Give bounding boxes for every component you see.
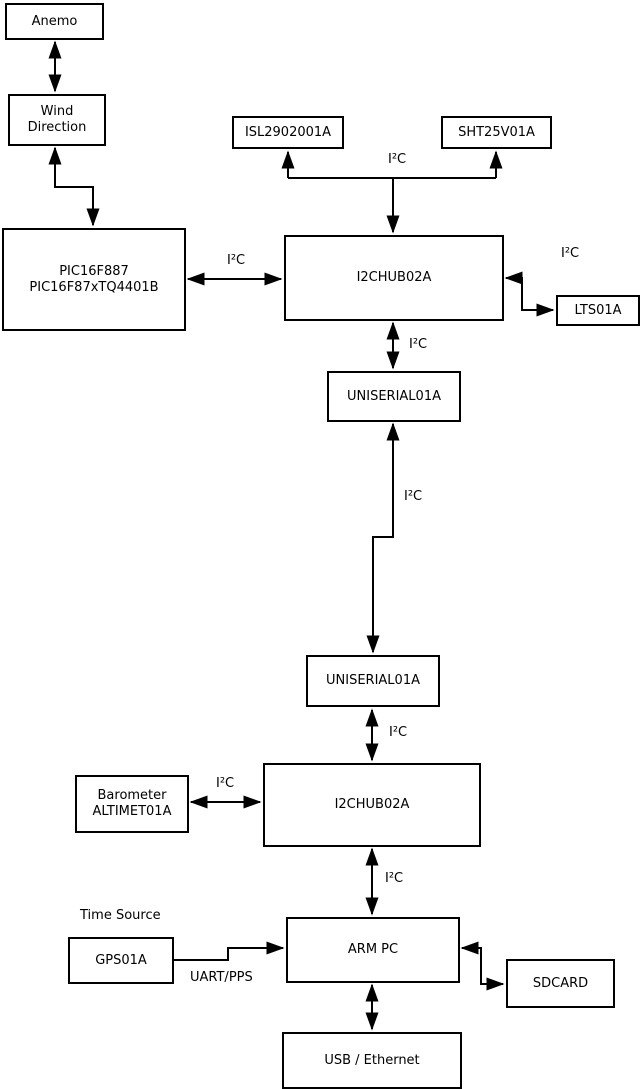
node-isl2902001a: ISL2902001A xyxy=(232,116,344,149)
node-barometer-line1: Barometer xyxy=(97,788,167,803)
edge-wind-pic xyxy=(48,146,100,227)
node-uniserial-top: UNISERIAL01A xyxy=(327,371,461,422)
label-i2c-top-branch: I²C xyxy=(388,152,407,167)
label-i2c-long-line: I²C xyxy=(404,489,423,504)
node-usb-ethernet-label: USB / Ethernet xyxy=(324,1052,420,1068)
label-i2c-hub2-armpc: I²C xyxy=(385,871,404,886)
edge-armpc-sdcard xyxy=(460,941,505,991)
node-barometer: Barometer ALTIMET01A xyxy=(75,775,189,833)
node-usb-ethernet: USB / Ethernet xyxy=(282,1032,462,1089)
node-wind-direction-line2: Direction xyxy=(27,120,87,135)
edge-gps-armpc xyxy=(173,941,285,961)
label-uart-pps: UART/PPS xyxy=(190,970,253,985)
node-i2chub-bottom: I2CHUB02A xyxy=(263,763,481,847)
node-lts01a: LTS01A xyxy=(556,295,640,326)
node-pic-line2: PIC16F87xTQ4401B xyxy=(29,279,159,295)
node-lts01a-label: LTS01A xyxy=(574,302,622,318)
node-i2chub-top: I2CHUB02A xyxy=(284,235,504,321)
node-gps01a: GPS01A xyxy=(68,937,174,984)
node-gps01a-label: GPS01A xyxy=(95,952,147,968)
edge-uniserial1-uniserial2 xyxy=(366,422,400,654)
label-i2c-hub-uniserial: I²C xyxy=(409,337,428,352)
node-sht25v01a: SHT25V01A xyxy=(441,116,552,149)
label-i2c-barometer: I²C xyxy=(216,776,235,791)
node-anemo: Anemo xyxy=(5,3,104,40)
node-sht25v01a-label: SHT25V01A xyxy=(458,124,535,140)
edge-hub1-lts xyxy=(504,271,555,317)
node-isl2902001a-label: ISL2902001A xyxy=(244,124,332,140)
node-arm-pc-label: ARM PC xyxy=(347,942,399,957)
node-pic-line1: PIC16F887 xyxy=(59,263,129,279)
node-uniserial-bottom: UNISERIAL01A xyxy=(306,655,440,707)
node-barometer-line2: ALTIMET01A xyxy=(92,804,172,819)
label-i2c-lts: I²C xyxy=(561,246,580,261)
node-wind-direction: Wind Direction xyxy=(8,94,106,146)
node-i2chub-top-label: I2CHUB02A xyxy=(356,270,432,285)
node-wind-direction-line1: Wind xyxy=(40,104,74,119)
label-time-source: Time Source xyxy=(80,908,161,923)
node-pic: PIC16F887 PIC16F87xTQ4401B xyxy=(2,228,186,331)
label-i2c-uniserial-hub2: I²C xyxy=(389,725,408,740)
node-sdcard-label: SDCARD xyxy=(532,975,589,991)
node-uniserial-bottom-label: UNISERIAL01A xyxy=(326,673,420,688)
node-sdcard: SDCARD xyxy=(506,959,615,1008)
node-anemo-label: Anemo xyxy=(31,13,78,29)
node-i2chub-bottom-label: I2CHUB02A xyxy=(334,797,410,812)
node-arm-pc: ARM PC xyxy=(286,917,460,983)
label-i2c-pic-hub: I²C xyxy=(227,253,246,268)
node-uniserial-top-label: UNISERIAL01A xyxy=(347,388,441,404)
